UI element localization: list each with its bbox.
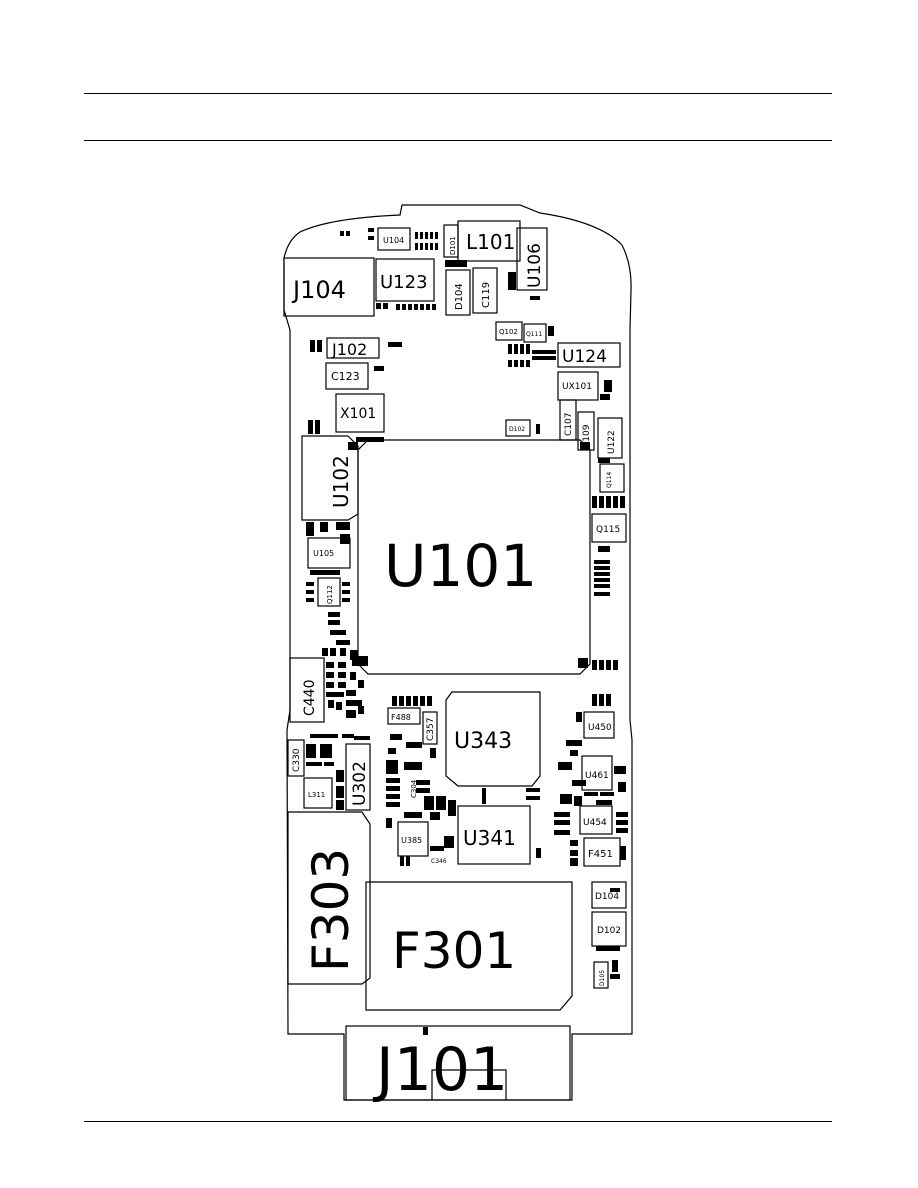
label-D103: D103 (446, 261, 465, 269)
label-C330: C330 (292, 748, 302, 772)
label-U124: U124 (562, 347, 607, 367)
label-D104: D104 (454, 283, 465, 310)
outline-D101 (443, 224, 459, 258)
outline-J101 (345, 1025, 571, 1101)
outline-U343 (445, 691, 541, 787)
outline-Q111 (523, 323, 547, 343)
label-U102: U102 (329, 455, 353, 508)
outline-D102 (505, 419, 531, 437)
label-C346: C346 (431, 858, 447, 865)
label-U104: U104 (383, 236, 404, 245)
outline-Q115 (591, 513, 627, 543)
label-X101: X101 (340, 406, 376, 422)
label-D102: D102 (509, 426, 525, 433)
label-U450: U450 (588, 723, 612, 733)
label-U105: U105 (313, 549, 334, 558)
outline-D104 (445, 269, 471, 316)
label-C440: C440 (302, 680, 318, 717)
label-Q115: Q115 (596, 525, 620, 535)
outline-U454 (579, 805, 613, 835)
outline-C357 (422, 711, 438, 745)
outline-U450 (583, 711, 615, 739)
label-D104b: D104 (595, 892, 619, 902)
label-C109: C109 (582, 424, 592, 448)
label-U101: U101 (384, 532, 537, 600)
outline-U104 (377, 227, 411, 251)
label-U106: U106 (525, 243, 545, 288)
label-U343: U343 (454, 729, 512, 754)
label-J101: J101 (372, 1035, 508, 1105)
label-U385: U385 (401, 836, 422, 845)
label-UX101: UX101 (562, 382, 592, 392)
outline-U106 (516, 227, 548, 291)
header-rule-bottom (84, 140, 832, 141)
label-F451: F451 (588, 849, 613, 860)
label-C304: C304 (410, 779, 418, 798)
outline-D105 (593, 961, 609, 989)
label-F488: F488 (391, 713, 411, 722)
outline-J102 (326, 337, 380, 359)
label-F301: F301 (392, 922, 516, 980)
outline-UX101 (557, 371, 599, 401)
header-rule-top (84, 93, 832, 94)
outline-U302 (345, 743, 371, 811)
label-D102b: D102 (597, 926, 621, 936)
label-Q102: Q102 (499, 328, 518, 336)
outline-X101 (335, 393, 385, 433)
footer-rule (84, 1121, 832, 1122)
label-Q111: Q111 (526, 331, 542, 338)
label-D101: D101 (449, 236, 457, 255)
label-Q114: Q114 (606, 472, 613, 488)
label-U341: U341 (463, 826, 516, 850)
solder-pads (306, 228, 628, 1035)
outline-F301 (365, 881, 573, 1011)
outline-C330 (287, 739, 305, 777)
outline-F303 (287, 811, 371, 985)
label-D105: D105 (599, 970, 606, 986)
outline-U341 (457, 805, 531, 865)
outline-L311 (303, 777, 333, 809)
label-L101: L101 (466, 230, 515, 254)
outline-J104 (283, 257, 375, 317)
label-J102: J102 (331, 340, 367, 359)
label-U123: U123 (380, 272, 428, 293)
label-C123: C123 (331, 370, 360, 383)
outline-C119 (472, 267, 498, 314)
outline-Q102 (495, 321, 523, 341)
label-Q112: Q112 (326, 585, 334, 604)
label-U302: U302 (350, 761, 370, 806)
label-C107: C107 (564, 413, 574, 436)
outline-U124 (557, 342, 621, 368)
label-L311: L311 (308, 791, 325, 799)
label-F303: F303 (302, 848, 360, 972)
outline-C123 (325, 362, 369, 390)
label-U454: U454 (583, 818, 607, 828)
j101-notch (431, 1069, 507, 1100)
label-C357: C357 (426, 718, 436, 741)
outline-C440 (289, 657, 325, 723)
outline-Q114 (599, 463, 625, 493)
outline-U385 (397, 821, 429, 857)
label-U122: U122 (607, 430, 617, 454)
label-U461: U461 (585, 771, 609, 781)
outline-D104b (591, 881, 627, 909)
outline-U123 (375, 258, 435, 302)
label-J104: J104 (291, 276, 346, 304)
label-C119: C119 (481, 282, 492, 308)
outline-F488 (387, 707, 421, 725)
outline-U105 (307, 537, 351, 569)
outline-U461 (581, 755, 613, 791)
outline-Q112 (317, 577, 341, 607)
